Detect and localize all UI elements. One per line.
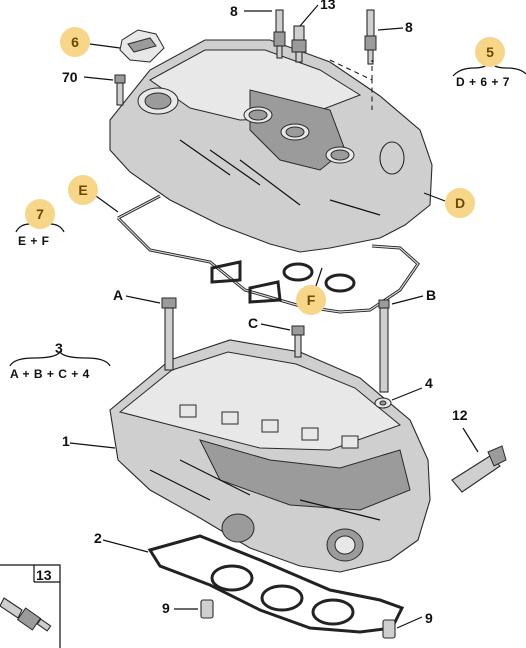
bubble-6-circle <box>60 27 90 57</box>
bubble-f: F <box>296 285 326 315</box>
bubble-6: 6 <box>60 27 90 57</box>
callout-d: D <box>455 195 465 211</box>
callout-3: 3 <box>55 340 63 356</box>
bubble-f-circle <box>296 285 326 315</box>
bubble-5-circle <box>475 37 505 67</box>
callout-9-right: 9 <box>425 610 433 626</box>
dashed-locator <box>329 59 373 110</box>
formula-5: D + 6 + 7 <box>456 75 510 89</box>
bubble-d-circle <box>445 188 475 218</box>
dowel-9-right <box>382 619 396 639</box>
cover-gasket <box>116 194 420 314</box>
callout-4: 4 <box>425 375 433 391</box>
brace-3 <box>9 350 111 367</box>
callout-13-inset: 13 <box>36 567 52 583</box>
sensor-12 <box>451 445 507 493</box>
bolt-70 <box>114 74 126 106</box>
callout-5: 5 <box>486 44 494 60</box>
callout-9-left: 9 <box>162 600 170 616</box>
callout-13-top: 13 <box>320 0 336 12</box>
callout-7: 7 <box>36 206 44 222</box>
callout-70: 70 <box>62 69 78 85</box>
formula-7: E + F <box>18 234 50 248</box>
bolt-a <box>161 297 177 371</box>
bubble-e-circle <box>68 175 98 205</box>
bolt-c <box>291 325 305 358</box>
sensor-top <box>291 25 307 63</box>
callout-1: 1 <box>62 433 70 449</box>
dowel-9-left <box>200 599 214 619</box>
bubble-7-circle <box>25 199 55 229</box>
callout-b: B <box>426 287 436 303</box>
glow-plug-left <box>273 9 286 59</box>
cylinder-head <box>109 339 431 573</box>
callout-e: E <box>78 182 87 198</box>
formula-3: A + B + C + 4 <box>10 367 90 381</box>
callout-f: F <box>307 292 316 308</box>
cylinder-head-cover <box>109 39 433 253</box>
bubble-5: 5 <box>475 37 505 67</box>
bubble-7: 7 <box>25 199 55 229</box>
bubble-e: E <box>68 175 98 205</box>
callout-a: A <box>113 287 123 303</box>
callout-12: 12 <box>452 407 468 423</box>
washer-4 <box>374 397 392 409</box>
oil-filler-cap <box>119 29 165 63</box>
callout-c: C <box>248 315 258 331</box>
leader-lines <box>69 4 479 629</box>
inset-box-13 <box>0 564 61 648</box>
callout-8-right: 8 <box>405 19 413 35</box>
bubble-d: D <box>445 188 475 218</box>
glow-plug-right <box>364 9 377 65</box>
callout-6: 6 <box>71 34 79 50</box>
callout-8-left: 8 <box>230 3 238 19</box>
stud-b <box>378 299 390 393</box>
callout-2: 2 <box>94 530 102 546</box>
